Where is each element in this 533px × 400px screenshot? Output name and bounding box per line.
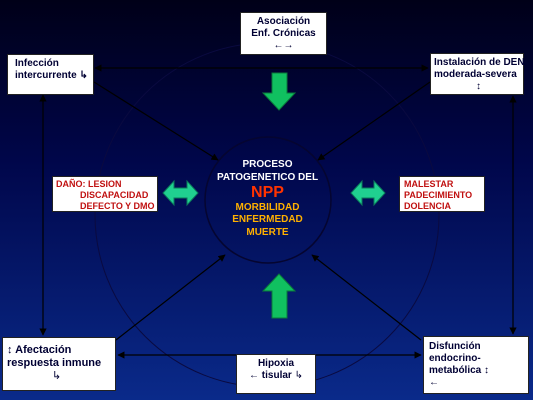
center-title-line-2: PATOGENETICO DEL: [216, 172, 319, 183]
malestar-box: MALESTAR PADECIMIENTO DOLENCIA: [399, 176, 485, 212]
diag-top-left: [93, 81, 219, 161]
hipoxia-line-1: Hipoxia: [257, 358, 295, 369]
asociacion-line-2: Enf. Crónicas: [251, 28, 316, 39]
outcome-morbilidad: MORBILIDAD: [235, 201, 300, 213]
outcome-enfermedad: ENFERMEDAD: [232, 214, 303, 226]
diag-top-right: [317, 81, 431, 161]
left-arrow-icon: ←: [249, 370, 260, 381]
left-arrow-icon: ←: [429, 377, 439, 388]
diag-bottom-right: [311, 254, 422, 341]
infeccion-line-2: intercurrente ↳: [15, 70, 88, 81]
dano-line-2: DISCAPACIDAD: [80, 189, 149, 200]
instalacion-line-2: moderada-severa: [434, 69, 517, 80]
center-title-line-1: PROCESO: [242, 159, 293, 170]
center-process: PROCESO PATOGENETICO DEL NPP MORBILIDAD …: [210, 158, 325, 239]
malestar-line-2: PADECIMIENTO: [404, 189, 473, 200]
diag-bottom-left: [115, 254, 226, 341]
afectacion-line-1: ↕ Afectación: [7, 344, 115, 357]
center-circle: [204, 136, 332, 264]
malestar-line-3: DOLENCIA: [404, 200, 451, 211]
left-right-arrow-icon: ←→: [273, 40, 294, 51]
hipoxia-box: Hipoxia ← tisular ↳: [236, 354, 316, 394]
instalacion-line-1: Instalación de DEN: [434, 57, 525, 68]
green-down-arrow: [261, 72, 297, 111]
down-right-arrow-icon: ↳: [52, 370, 62, 383]
asociacion-line-1: Asociación: [256, 16, 311, 27]
up-down-arrow-icon: ↕: [476, 81, 481, 92]
dano-box: DAÑO: LESION DISCAPACIDAD DEFECTO Y DMO: [52, 176, 158, 212]
instalacion-box: Instalación de DEN moderada-severa ↕: [430, 53, 525, 95]
up-down-arrow-icon: ↕: [484, 365, 490, 376]
center-npp: NPP: [251, 184, 284, 201]
disfuncion-box: Disfunción endocrino- metabólica ↕ ←: [423, 336, 529, 394]
afectacion-line-2: respuesta inmune: [7, 357, 102, 370]
afectacion-box: ↕ Afectación respuesta inmune ↳: [2, 337, 116, 391]
infeccion-box: Infección intercurrente ↳: [7, 54, 94, 95]
disfuncion-line-3: metabólica ↕: [429, 365, 528, 377]
malestar-line-1: MALESTAR: [404, 179, 454, 189]
asociacion-box: Asociación Enf. Crónicas ←→: [240, 12, 327, 55]
dano-line-3: DEFECTO Y DMO: [80, 200, 155, 211]
disfuncion-line-2: endocrino-: [429, 353, 481, 364]
disfuncion-metabolica: metabólica: [429, 365, 482, 376]
down-right-arrow-icon: ↳: [294, 370, 303, 381]
dano-line-1: DAÑO: LESION: [56, 179, 122, 189]
afectacion-label: Afectación: [15, 344, 72, 356]
disfuncion-line-1: Disfunción: [429, 341, 481, 352]
up-down-arrow-icon: ↕: [7, 344, 13, 356]
hipoxia-tisular: tisular: [261, 370, 292, 381]
left-double-arrow: [162, 179, 199, 207]
right-double-arrow: [350, 179, 386, 207]
green-up-arrow: [261, 273, 297, 319]
hipoxia-line-2: ← tisular ↳: [237, 370, 315, 382]
infeccion-line-1: Infección: [15, 58, 59, 69]
outcome-muerte: MUERTE: [246, 226, 289, 238]
